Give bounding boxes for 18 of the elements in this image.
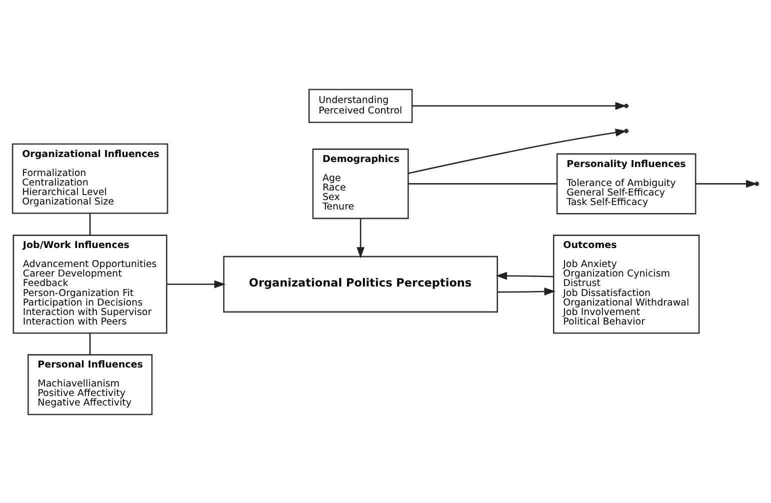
connector xyxy=(89,212,91,235)
node-box: Outcomes Job Anxiety Organization Cynicism Distrust Job Dissatisfaction Organizational Withdrawal Job Involvement Political Behavior xyxy=(552,234,700,334)
node-box: Understanding Perceived Control xyxy=(308,88,413,122)
arrow xyxy=(696,179,758,188)
arrow xyxy=(166,280,226,288)
node-box: Personality Influences Tolerance of Ambiguity General Self-Efficacy Task Self-Efficacy xyxy=(556,152,696,214)
node-box: Job/Work Influences Advancement Opportunities Career Development Feedback Person-Organization Fit Participation in Decisions Interaction with Supervisor Interaction with Peers xyxy=(12,234,168,334)
node-box: Personal Influences Machiavellianism Positive Affectivity Negative Affectivity xyxy=(27,354,153,415)
arrow xyxy=(498,287,556,295)
connector xyxy=(408,182,557,184)
arrow xyxy=(496,271,554,280)
node-box: Demographics Age Race Sex Tenure xyxy=(312,148,409,219)
arrow xyxy=(356,218,365,258)
arrow xyxy=(412,101,627,110)
arrow xyxy=(408,128,627,174)
connector xyxy=(89,332,91,354)
node-box: Organizational Politics Perceptions xyxy=(223,255,498,312)
node-box: Organizational Influences Formalization Centralization Hierarchical Level Organizational Size xyxy=(12,142,168,214)
